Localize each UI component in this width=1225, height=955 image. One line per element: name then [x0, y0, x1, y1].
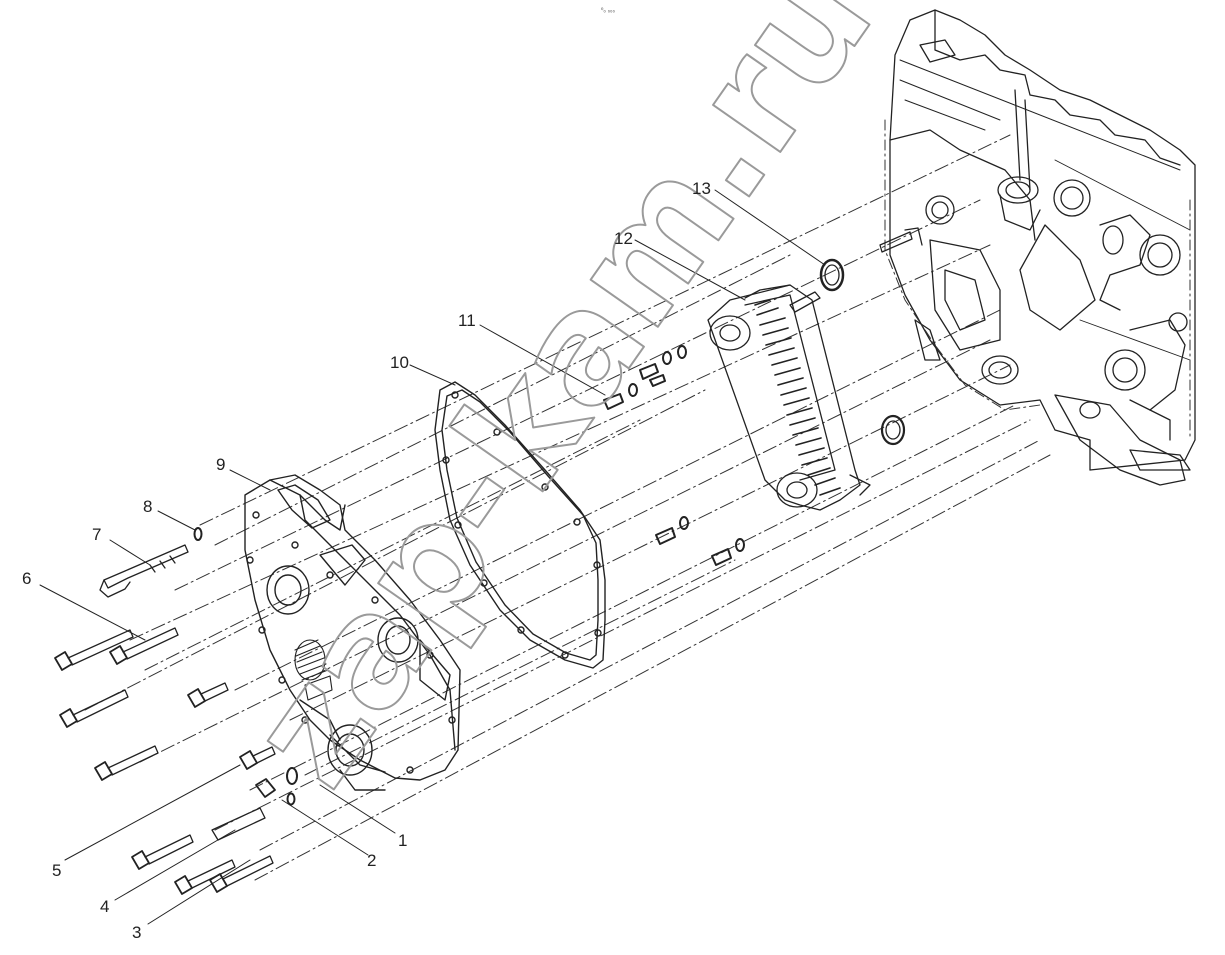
- callout-5: 5: [52, 861, 61, 880]
- callout-12: 12: [614, 229, 633, 248]
- callout-2: 2: [367, 851, 376, 870]
- callout-3: 3: [132, 923, 141, 942]
- part-10-gasket: [434, 381, 606, 669]
- callout-1: 1: [398, 831, 407, 850]
- callout-4: 4: [100, 897, 109, 916]
- header-mark: ⁰₀ ₀₀₀: [601, 7, 616, 14]
- callout-11: 11: [458, 311, 476, 330]
- part-12-oil-cooler: [707, 284, 871, 511]
- callout-13: 13: [692, 179, 711, 198]
- engine-block: [889, 9, 1196, 486]
- lower-seal-ring: [880, 414, 906, 446]
- leader-lines: [39, 189, 826, 925]
- callout-8: 8: [143, 497, 152, 516]
- callout-10: 10: [390, 353, 409, 372]
- bolt-set: [54, 527, 298, 895]
- part-13-seal-ring: [819, 231, 913, 292]
- part-9-gear-cover: [244, 474, 461, 791]
- callout-labels: 1 2 3 4 5 6 7 8 9 10 11 12 13: [22, 179, 711, 942]
- callout-6: 6: [22, 569, 31, 588]
- part-11-screws: [603, 345, 745, 566]
- block-phantom-outline: [884, 119, 1191, 441]
- callout-7: 7: [92, 525, 101, 544]
- callout-9: 9: [216, 455, 225, 474]
